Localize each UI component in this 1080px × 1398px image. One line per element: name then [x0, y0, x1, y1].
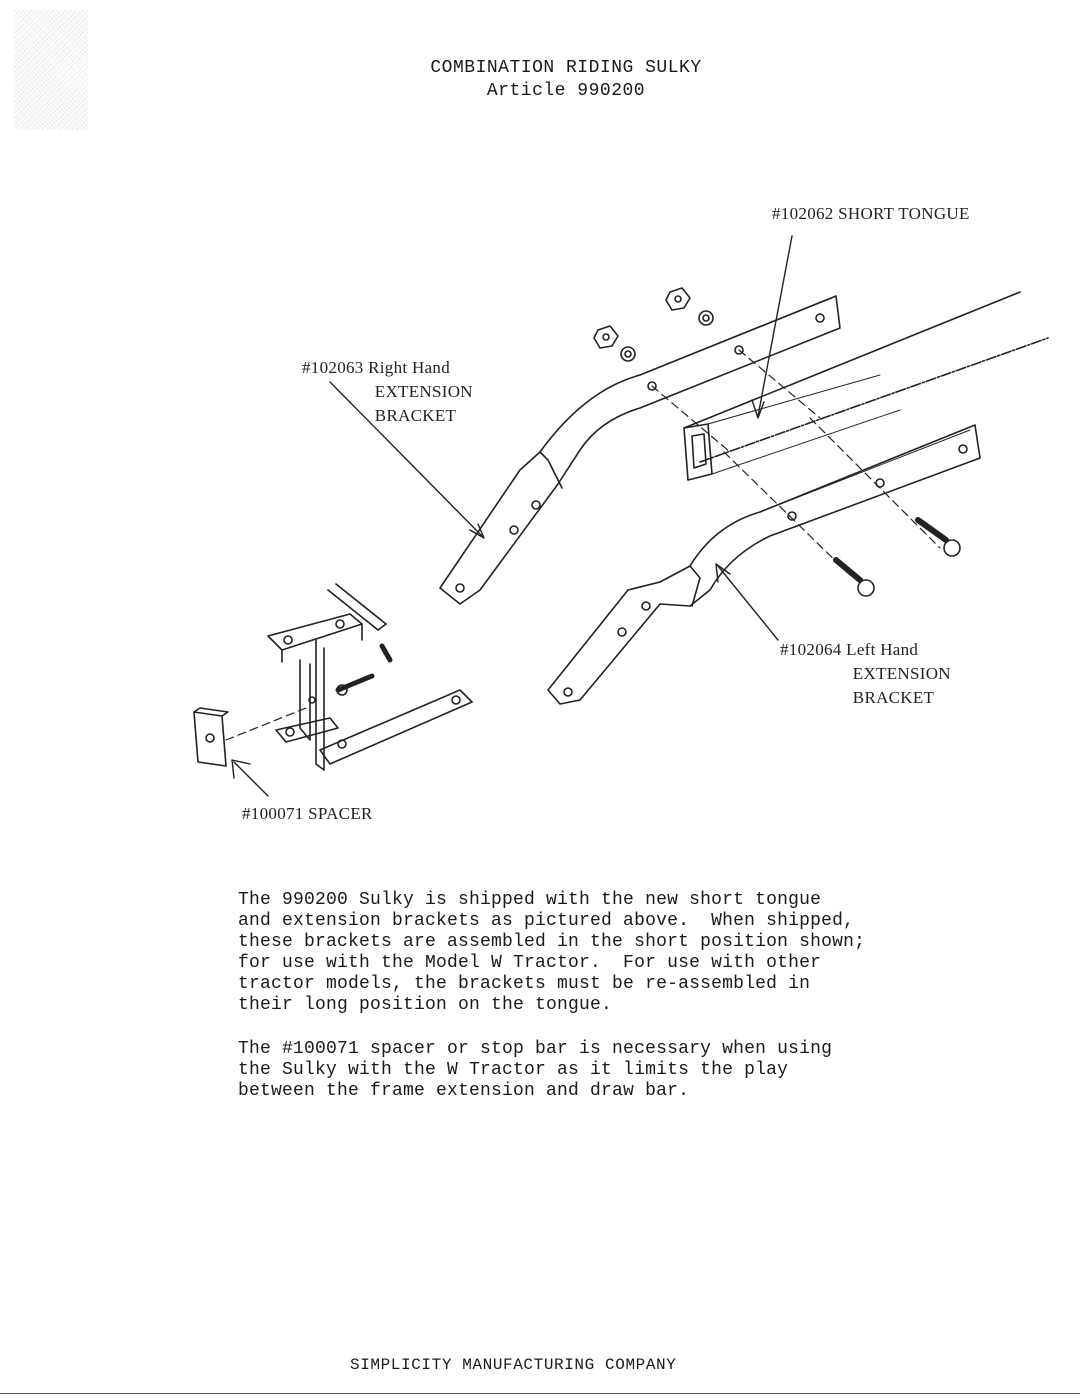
bolts	[833, 517, 961, 597]
paragraph-spacer: The #100071 spacer or stop bar is necess…	[238, 1039, 938, 1102]
exploded-parts-drawing	[193, 235, 1049, 797]
text-line: The 990200 Sulky is shipped with the new…	[238, 890, 822, 910]
spacer-assembly-line	[225, 707, 307, 741]
text-line: the Sulky with the W Tractor as it limit…	[238, 1060, 789, 1080]
left-bracket-label: #102064 Left Hand EXTENSION BRACKET	[780, 640, 951, 707]
left-hand-bracket-illustration	[547, 424, 981, 705]
right-bracket-label: #102063 Right Hand EXTENSION BRACKET	[302, 358, 473, 425]
text-line: and extension brackets as pictured above…	[238, 911, 855, 931]
spacer-label: #100071 SPACER	[242, 804, 373, 823]
document-title: COMBINATION RIDING SULKY	[430, 58, 702, 78]
text-line: for use with the Model W Tractor. For us…	[238, 953, 822, 973]
paragraph-shipping: The 990200 Sulky is shipped with the new…	[238, 890, 938, 1016]
short-tongue-label: #102062 SHORT TONGUE	[772, 204, 970, 223]
assembly-lines	[651, 349, 941, 576]
spacer-plate-illustration	[193, 707, 229, 767]
text-line: between the frame extension and draw bar…	[238, 1081, 690, 1101]
company-footer: SIMPLICITY MANUFACTURING COMPANY	[350, 1356, 677, 1374]
scan-noise-patch	[14, 10, 88, 130]
spacer-assembly-illustration	[267, 583, 473, 771]
leader-arrows	[231, 235, 793, 797]
text-line: The #100071 spacer or stop bar is necess…	[238, 1039, 833, 1059]
page-bottom-rule	[0, 1393, 1080, 1394]
article-number: Article 990200	[486, 81, 646, 101]
nuts-and-washers	[593, 287, 714, 362]
short-tongue-illustration	[683, 291, 1049, 481]
text-line: these brackets are assembled in the shor…	[238, 932, 866, 952]
text-line: tractor models, the brackets must be re-…	[238, 974, 811, 994]
right-hand-bracket-illustration	[439, 295, 841, 605]
text-line: their long position on the tongue.	[238, 995, 613, 1015]
